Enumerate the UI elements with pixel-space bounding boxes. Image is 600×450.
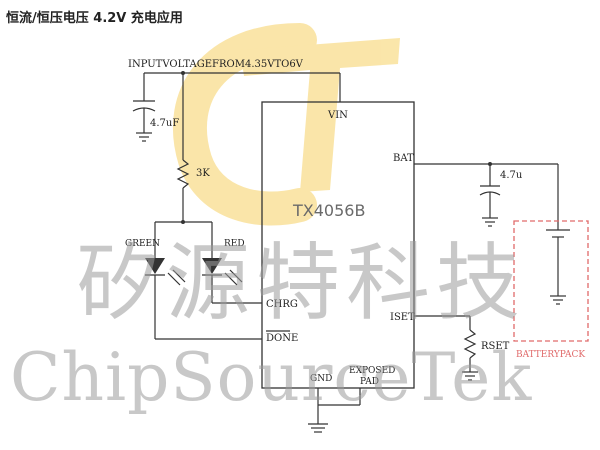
led-green-label: GREEN: [125, 239, 160, 249]
input-capacitor: [132, 73, 156, 142]
iset-resistor: [414, 315, 478, 381]
led-red-label: RED: [224, 239, 245, 249]
watermark-cn: 矽源特科技: [76, 234, 526, 332]
watermark-logo: [173, 23, 400, 226]
pin-gnd: GND: [310, 374, 332, 384]
battery-output: [414, 162, 570, 305]
input-cap-label: 4.7uF: [150, 118, 179, 129]
battery-pack-box: [513, 220, 589, 342]
chip-name: TX4056B: [292, 201, 365, 220]
pin-chrg: CHRG: [266, 299, 298, 310]
led-branch: [145, 220, 262, 340]
pin-vin: VIN: [327, 110, 348, 121]
pin-pad: PAD: [360, 377, 379, 387]
pin-iset: ISET: [390, 312, 415, 323]
input-voltage-label: INPUTVOLTAGEFROM4.35VTO6V: [128, 59, 304, 70]
watermark-en: ChipSourceTek: [10, 339, 532, 416]
pin-done: DONE: [266, 333, 298, 344]
chip-body: [261, 101, 415, 389]
iset-resistor-label: RSET: [481, 341, 510, 352]
bat-cap-label: 4.7u: [500, 170, 523, 181]
pin-bat: BAT: [393, 153, 414, 164]
resistor-3k: [176, 73, 190, 222]
battery-pack-label: BATTERYPACK: [516, 350, 585, 360]
resistor-top-label: 3K: [196, 168, 210, 179]
pin-exposed: EXPOSED: [349, 366, 395, 376]
chip-ground: [308, 388, 361, 433]
page-title: 恒流/恒压电压 4.2V 充电应用: [6, 11, 183, 26]
